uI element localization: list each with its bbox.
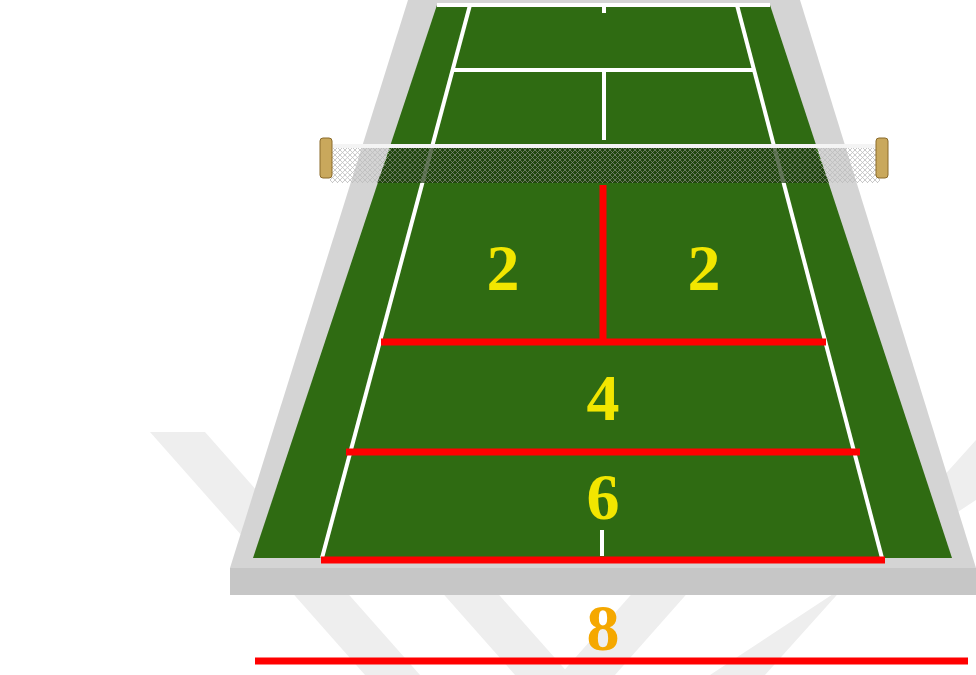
court-lines [322,5,882,558]
zone-lines [255,185,968,661]
net [320,138,888,183]
court-surround [230,0,976,568]
court-surface [253,5,952,558]
zone-score: 8 [587,595,620,661]
court-base [230,568,976,595]
zone-score: 6 [587,464,620,530]
zone-score: 2 [487,235,520,301]
zone-score: 2 [688,235,721,301]
zone-score: 4 [587,365,620,431]
